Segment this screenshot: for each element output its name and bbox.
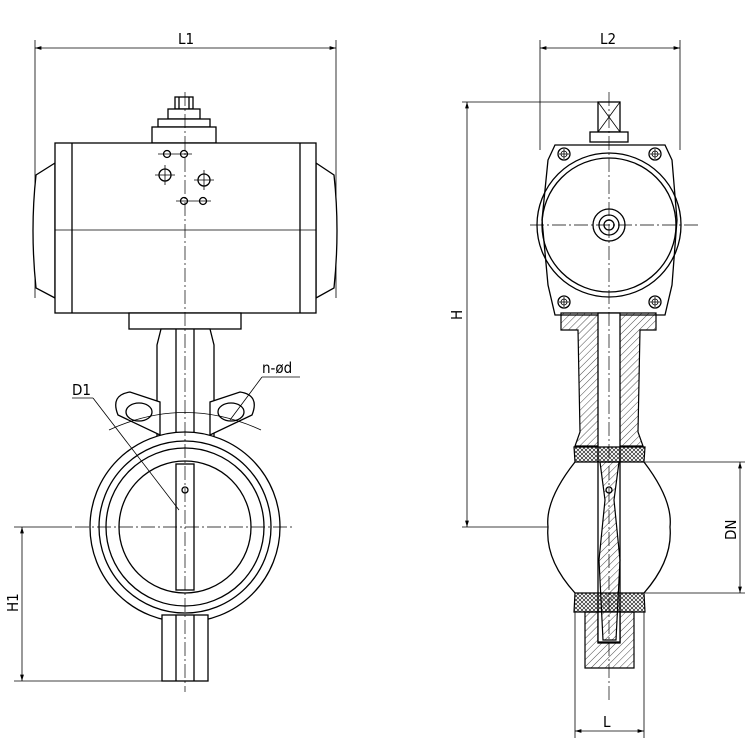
dimension-h: H (448, 101, 600, 528)
dimension-l1-label: L1 (178, 30, 194, 48)
disc-outline (547, 461, 671, 641)
front-view: L1 (4, 30, 338, 692)
dimension-h-label: H (448, 310, 466, 320)
dimension-d1-label: D1 (72, 381, 91, 399)
dimension-dn-label: DN (722, 520, 740, 541)
side-view: L2 (448, 30, 745, 738)
dimension-l: L (574, 612, 645, 738)
dimension-h1-label: H1 (4, 593, 22, 612)
dimension-l-label: L (603, 713, 611, 731)
dimension-l2: L2 (539, 30, 681, 150)
dimension-d1: D1 (72, 381, 180, 511)
dimension-holes-label: n-ød (262, 359, 292, 377)
actuator-ports (155, 149, 214, 206)
actuator (32, 96, 338, 314)
dimension-dn: DN (645, 461, 745, 594)
dimension-h1: H1 (4, 526, 162, 682)
dimension-l2-label: L2 (600, 30, 616, 48)
valve-neck (156, 328, 215, 441)
dimension-holes: n-ød (229, 359, 300, 421)
